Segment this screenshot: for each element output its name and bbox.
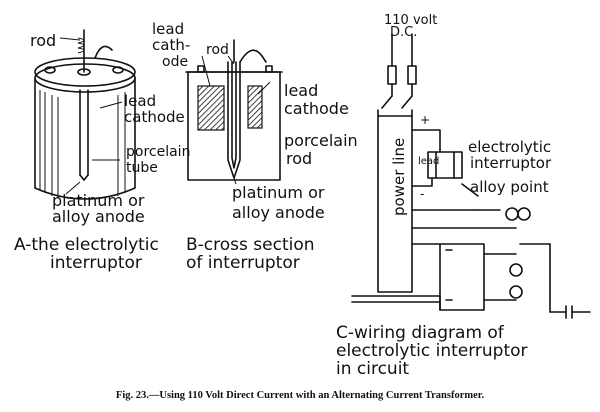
b-label-porcelain: porcelain [284, 131, 358, 150]
b-label-cath: cath- [152, 36, 190, 54]
b-label-cathode-right: cathode [284, 99, 349, 118]
c-label-interruptor: interruptor [470, 154, 552, 172]
c-label-lead: lead [418, 156, 439, 167]
panel-c-wiring [351, 33, 591, 319]
a-label-lead: lead [124, 92, 156, 110]
c-label-alloy-point: alloy point [470, 178, 549, 196]
c-label-plus: + [420, 113, 430, 127]
panel-b-drawing [185, 39, 283, 185]
a-label-tube: tube [126, 160, 158, 176]
c-label-dc: D.C. [390, 25, 417, 40]
a-label-rod: rod [30, 31, 56, 50]
b-label-ode: ode [162, 54, 188, 70]
a-label-cathode: cathode [124, 108, 185, 126]
b-label-lead: lead [152, 20, 184, 38]
a-caption-line1: A-the electrolytic [14, 235, 159, 255]
b-label-alloy-anode: alloy anode [232, 203, 325, 222]
c-label-minus: - [420, 187, 424, 201]
b-label-lead-right: lead [284, 81, 318, 100]
c-caption-line2: electrolytic interruptor [336, 341, 528, 361]
b-label-porcelain-rod: rod [286, 149, 312, 168]
b-caption-line2: of interruptor [186, 253, 300, 273]
a-label-platinum: platinum or [52, 191, 145, 210]
a-label-alloy-anode: alloy anode [52, 207, 145, 226]
c-label-power-line: power line [390, 138, 408, 216]
a-caption-line2: interruptor [50, 253, 142, 273]
c-label-electrolytic: electrolytic [468, 138, 551, 156]
c-caption-line3: in circuit [336, 359, 409, 379]
panel-a-drawing [34, 29, 136, 200]
b-label-platinum: platinum or [232, 183, 325, 202]
c-label-110-volt: 110 volt [384, 13, 437, 28]
figure-caption: Fig. 23.—Using 110 Volt Direct Current w… [116, 390, 485, 401]
b-label-rod: rod [206, 42, 229, 58]
b-caption-line1: B-cross section [186, 235, 315, 255]
c-caption-line1: C-wiring diagram of [336, 323, 505, 343]
a-label-porcelain: porcelain [126, 144, 190, 160]
